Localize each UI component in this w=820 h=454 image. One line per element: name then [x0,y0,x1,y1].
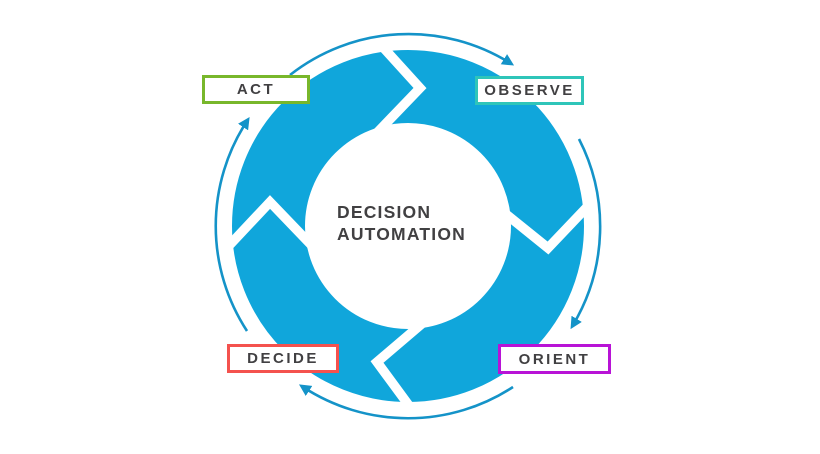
cycle-ring [232,50,584,402]
chevron-bottom-icon [370,312,435,414]
stage-box-act: ACT [202,75,310,104]
stage-label-observe: OBSERVE [484,82,575,99]
stage-label-decide: DECIDE [247,350,319,367]
stage-box-decide: DECIDE [227,344,339,373]
stage-label-act: ACT [236,81,276,98]
flow-arc-left [214,116,250,332]
stage-box-orient: ORIENT [498,344,611,374]
diagram-title-line1: DECISION [337,202,432,222]
flow-arc-bottom [298,384,514,420]
chevron-left-icon [220,195,323,257]
chevron-top-icon [368,40,427,142]
chevron-right-icon [488,198,592,255]
flow-arc-top [289,32,515,77]
stage-box-observe: OBSERVE [475,76,584,105]
stage-label-orient: ORIENT [518,350,591,368]
diagram-title: DECISION AUTOMATION [337,201,466,246]
flow-arc-right [570,138,602,330]
diagram-title-line2: AUTOMATION [337,224,466,245]
